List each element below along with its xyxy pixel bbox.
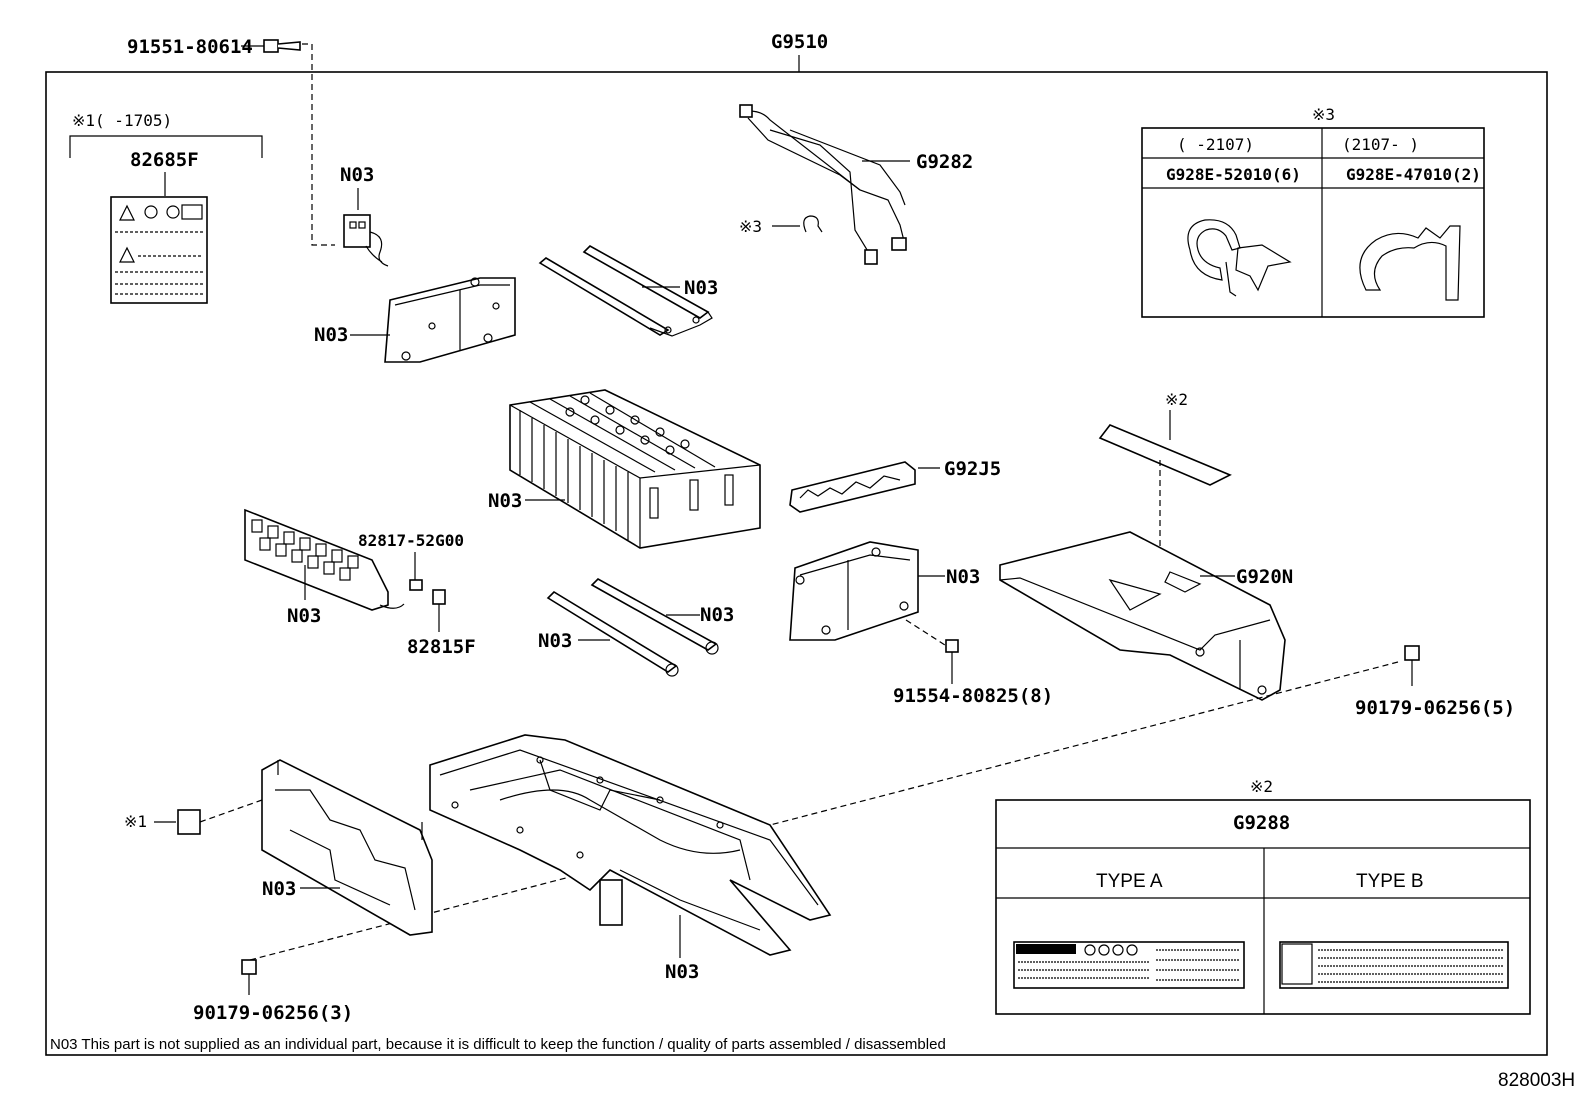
duct-icon — [789, 461, 916, 513]
small-label-icon — [177, 809, 201, 835]
nut-right-icon — [1404, 645, 1420, 661]
callout-n03-tray[interactable]: N03 — [665, 961, 699, 983]
table2-type-b: TYPE B — [1356, 871, 1424, 892]
end-plate-icon — [384, 277, 516, 363]
callout-clamp-note[interactable]: ※3 — [739, 217, 762, 236]
callout-n03-rods-bot-b[interactable]: N03 — [538, 630, 572, 652]
nut-left-icon — [241, 959, 257, 975]
clamp-new-icon — [1359, 225, 1461, 301]
table3-col2-range: (2107- ) — [1342, 135, 1419, 154]
assembly-code[interactable]: G9510 — [771, 31, 828, 53]
callout-n03-frame-left[interactable]: N03 — [262, 878, 296, 900]
battery-cover-icon — [999, 531, 1286, 701]
callout-bolt-mid[interactable]: 91554-80825(8) — [893, 685, 1053, 707]
danger-label-type-a-icon — [1013, 941, 1245, 989]
callout-sensor-a[interactable]: 82817-52G00 — [358, 531, 464, 550]
tie-rods-top-icon — [538, 245, 713, 337]
sensor-b-icon — [432, 589, 446, 605]
callout-duct[interactable]: G92J5 — [944, 458, 1001, 480]
table2-type-a: TYPE A — [1096, 871, 1163, 892]
wire-harness-icon — [739, 104, 907, 265]
note2-marker: ※2 — [1165, 390, 1188, 409]
callout-bolt-top[interactable]: 91551-80614 — [127, 36, 253, 58]
callout-harness[interactable]: G9282 — [916, 151, 973, 173]
danger-label-type-b-icon — [1279, 941, 1509, 989]
callout-n03-rods-bot-a[interactable]: N03 — [700, 604, 734, 626]
callout-n03-connector[interactable]: N03 — [340, 164, 374, 186]
table3-frame — [1141, 127, 1485, 318]
table3-col2-part[interactable]: G928E-47010(2) — [1346, 165, 1481, 184]
end-bracket-icon — [789, 541, 919, 641]
side-frame-icon — [261, 759, 433, 936]
callout-cover[interactable]: G920N — [1236, 566, 1293, 588]
callout-sensor-b[interactable]: 82815F — [407, 636, 476, 658]
table2-title[interactable]: G9288 — [1233, 812, 1290, 834]
tie-rods-bottom-icon — [546, 578, 719, 677]
clamp-old-icon — [1187, 219, 1292, 297]
bus-bar-module-icon — [244, 508, 405, 611]
caution-label-icon — [110, 196, 208, 304]
footnote-text: N03 This part is not supplied as an indi… — [50, 1036, 946, 1053]
clamp-icon — [803, 215, 823, 233]
table2-frame — [995, 799, 1531, 1015]
figure-id: 828003H — [1498, 1070, 1575, 1091]
table2-marker: ※2 — [1250, 777, 1273, 796]
callout-nut-left[interactable]: 90179-06256(3) — [193, 1002, 353, 1024]
note1-small-marker: ※1 — [124, 812, 147, 831]
bolt-91554-icon — [945, 639, 959, 668]
callout-n03-stack[interactable]: N03 — [488, 490, 522, 512]
danger-label-strip-icon — [1098, 424, 1232, 486]
callout-n03-bracket[interactable]: N03 — [946, 566, 980, 588]
table3-col1-part[interactable]: G928E-52010(6) — [1166, 165, 1301, 184]
callout-n03-bus[interactable]: N03 — [287, 605, 321, 627]
table3-col1-range: ( -2107) — [1177, 135, 1254, 154]
bolt-91551-icon — [263, 39, 301, 53]
sensor-a-icon — [409, 579, 423, 591]
battery-tray-icon — [429, 734, 832, 956]
battery-module-stack-icon — [509, 389, 761, 549]
table3-marker: ※3 — [1312, 105, 1335, 124]
callout-n03-rods-top[interactable]: N03 — [684, 277, 718, 299]
callout-n03-end-plate[interactable]: N03 — [314, 324, 348, 346]
connector-icon — [343, 214, 389, 267]
callout-nut-right[interactable]: 90179-06256(5) — [1355, 697, 1515, 719]
note1-range: ※1( -1705) — [72, 111, 172, 130]
callout-label-82685f[interactable]: 82685F — [130, 149, 199, 171]
assembly-frame — [45, 71, 1548, 1056]
